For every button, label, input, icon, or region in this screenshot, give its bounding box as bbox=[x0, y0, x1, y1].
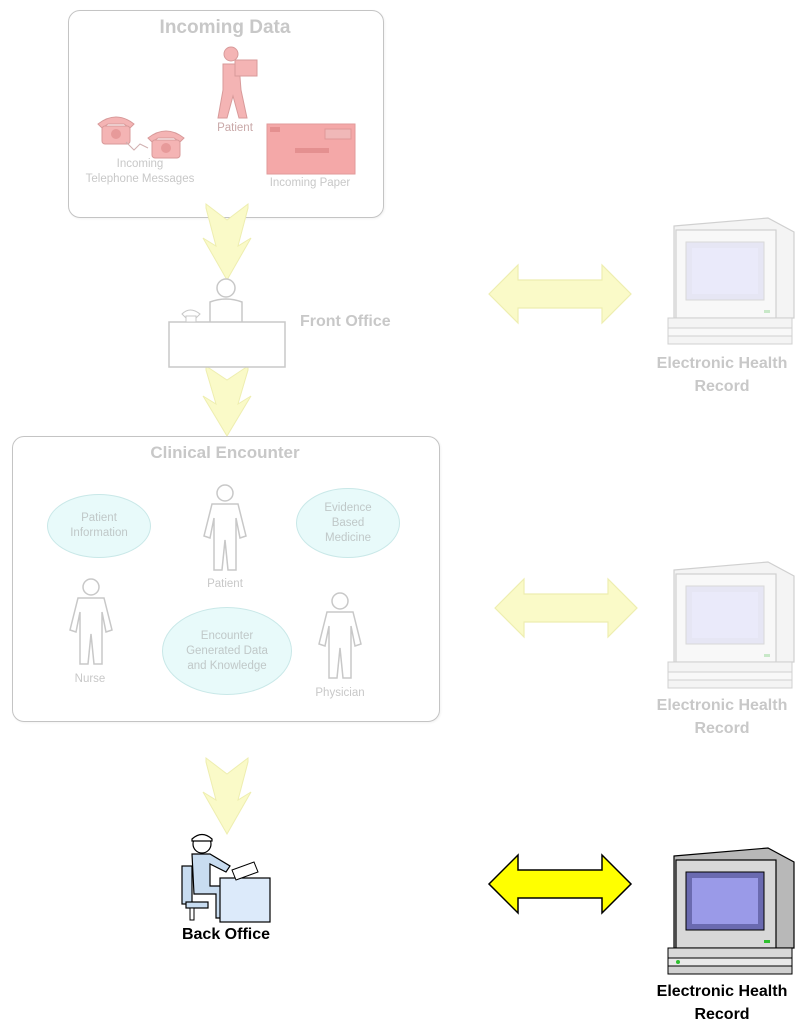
incoming-paper-label: Incoming Paper bbox=[269, 177, 351, 189]
telephone-icon bbox=[147, 130, 185, 159]
ehr-label-2: Electronic Health Record bbox=[640, 694, 804, 740]
down-arrow-2 bbox=[202, 365, 252, 437]
incoming-data-title: Incoming Data bbox=[159, 17, 291, 38]
ehr-label-1: Electronic Health Record bbox=[640, 352, 804, 398]
nurse-figure-icon bbox=[69, 578, 113, 665]
patient-info-line1: Patient bbox=[81, 512, 117, 524]
front-office-label: Front Office bbox=[300, 313, 391, 330]
encounter-line2: Generated Data bbox=[186, 644, 268, 657]
double-arrow-3 bbox=[487, 853, 633, 915]
telephone-messages-label: Incoming Telephone Messages bbox=[70, 157, 210, 187]
ehr-label-3-line1: Electronic Health bbox=[656, 983, 788, 1000]
telephone-link-icon bbox=[125, 141, 149, 151]
ehr-label-2-line1: Electronic Health bbox=[656, 697, 788, 714]
down-arrow-3 bbox=[202, 756, 252, 836]
physician-label: Physician bbox=[315, 687, 365, 699]
evidence-based-medicine-ellipse: Evidence Based Medicine bbox=[296, 488, 400, 558]
computer-icon bbox=[667, 217, 795, 345]
computer-icon bbox=[667, 847, 795, 975]
ehr-label-2-line2: Record bbox=[694, 720, 750, 737]
front-office-desk-icon bbox=[168, 278, 286, 368]
patient-information-ellipse: Patient Information bbox=[47, 494, 151, 558]
clinical-encounter-title: Clinical Encounter bbox=[150, 443, 300, 462]
encounter-line3: and Knowledge bbox=[187, 659, 267, 672]
ehr-label-3-line2: Record bbox=[694, 1006, 750, 1023]
double-arrow-1 bbox=[488, 263, 632, 325]
back-office-label: Back Office bbox=[181, 926, 271, 943]
telephone-label-line1: Incoming bbox=[116, 158, 164, 170]
evidence-line3: Medicine bbox=[324, 531, 372, 544]
physician-figure-icon bbox=[318, 592, 362, 679]
evidence-line1: Evidence bbox=[324, 501, 372, 514]
double-arrow-2 bbox=[494, 577, 638, 639]
incoming-patient-label: Patient bbox=[217, 122, 253, 134]
ehr-label-3: Electronic Health Record bbox=[640, 980, 804, 1026]
envelope-icon bbox=[266, 123, 356, 175]
patient-carrying-icon bbox=[217, 46, 258, 119]
patient-figure-icon bbox=[203, 484, 247, 571]
encounter-line1: Encounter bbox=[200, 629, 254, 642]
telephone-label-line2: Telephone Messages bbox=[85, 173, 195, 185]
encounter-generated-ellipse: Encounter Generated Data and Knowledge bbox=[162, 607, 292, 695]
evidence-line2: Based bbox=[331, 516, 365, 529]
patient-info-line2: Information bbox=[70, 527, 128, 539]
clinical-patient-label: Patient bbox=[207, 578, 243, 590]
computer-icon bbox=[667, 561, 795, 689]
ehr-label-1-line2: Record bbox=[694, 378, 750, 395]
telephone-icon bbox=[97, 116, 135, 145]
ehr-label-1-line1: Electronic Health bbox=[656, 355, 788, 372]
back-office-worker-icon bbox=[181, 833, 271, 923]
down-arrow-1 bbox=[202, 202, 252, 282]
nurse-label: Nurse bbox=[74, 673, 106, 685]
